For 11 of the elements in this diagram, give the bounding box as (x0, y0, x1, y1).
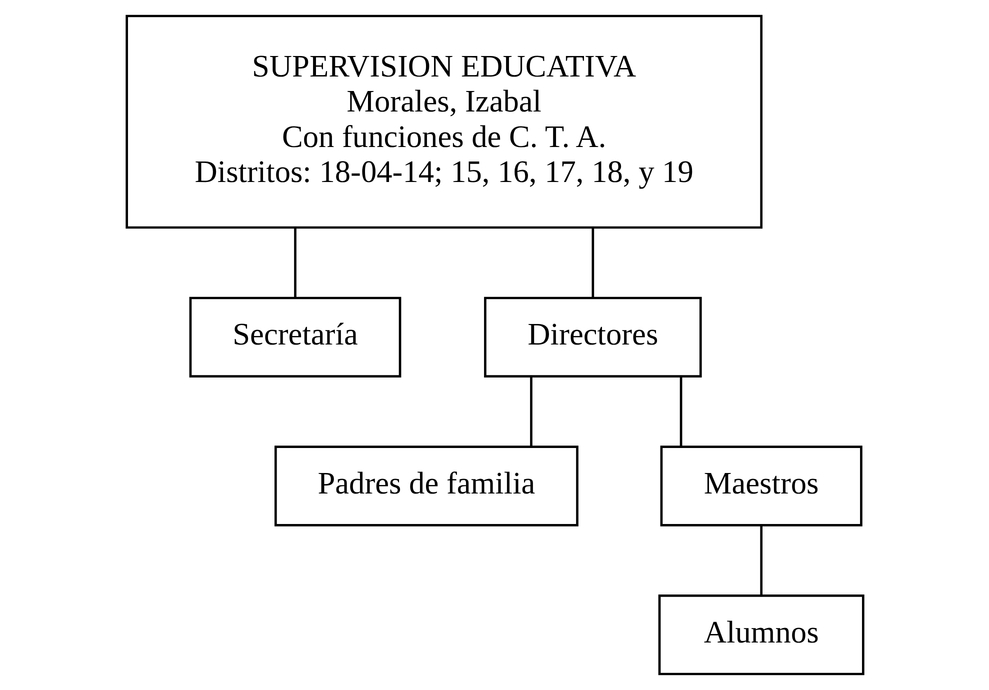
node-box: SUPERVISION EDUCATIVA Morales, Izabal Con funciones de C. T. A. Distritos: 18-04-14; 15, 16, 17, 18, y 19 (125, 14, 762, 229)
connector (760, 526, 762, 596)
node-box: Maestros (660, 446, 862, 526)
connector (530, 377, 532, 447)
node-box: Directores (484, 296, 702, 378)
connector (591, 228, 594, 298)
node-box: Secretaría (188, 296, 401, 378)
node-box: Alumnos (658, 594, 864, 676)
node-box: Padres de familia (274, 446, 578, 526)
connector (294, 228, 296, 298)
connector (679, 377, 682, 447)
